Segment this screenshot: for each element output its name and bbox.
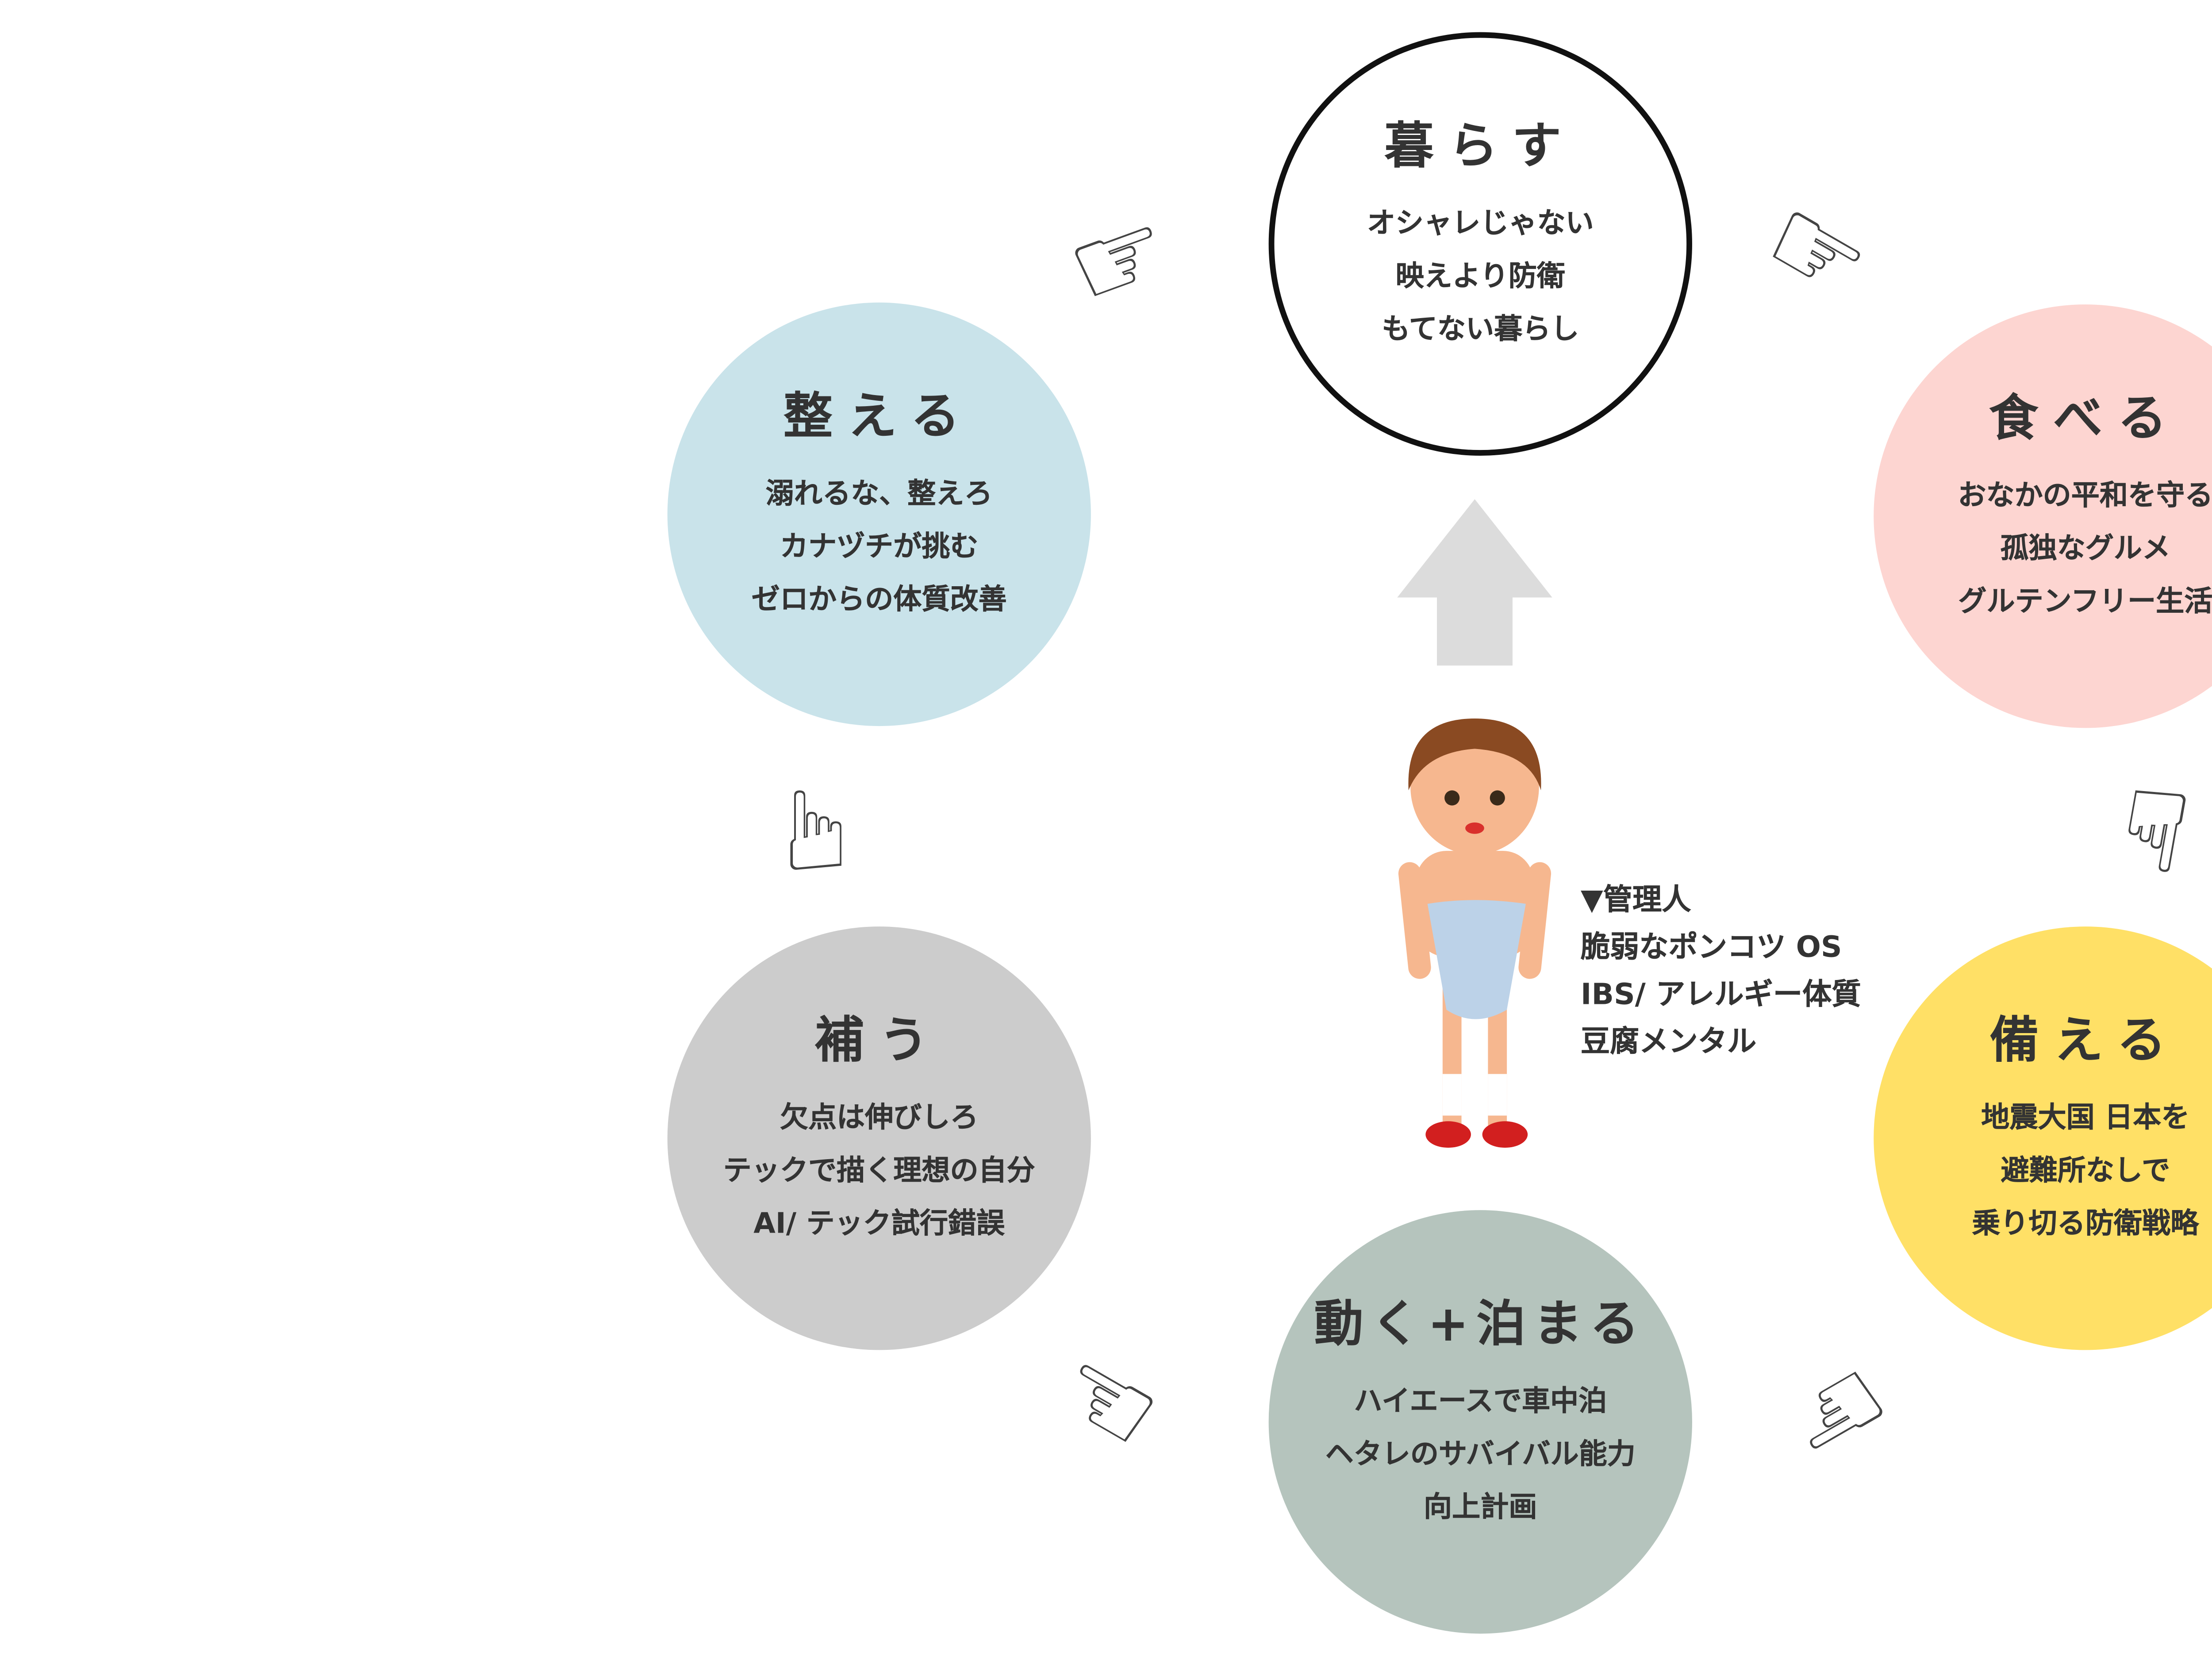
circle-line: おなかの平和を守る bbox=[1958, 477, 2212, 512]
circle-title: 備える bbox=[1989, 1012, 2181, 1069]
circle-title: 食べる bbox=[1989, 390, 2182, 447]
up-arrow-icon bbox=[1397, 499, 1552, 666]
circle-line: 映えより防衛 bbox=[1395, 258, 1565, 292]
circle-line: 乗り切る防衛戦略 bbox=[1972, 1205, 2199, 1240]
circle-line: テックで描く理想の自分 bbox=[723, 1152, 1035, 1187]
circle-line: 欠点は伸びしろ bbox=[780, 1099, 979, 1134]
caption-line: 豆腐メンタル bbox=[1580, 1025, 1757, 1059]
pointing-hand-icon: ☞ bbox=[2083, 770, 2212, 890]
circle-line: ハイエースで車中泊 bbox=[1354, 1383, 1607, 1418]
circle-totonoeru: 整える 溺れるな、整えろ カナヅチが挑む ゼロからの体質改善 bbox=[667, 302, 1091, 726]
circle-title: 補う bbox=[814, 1012, 944, 1069]
pointing-hand-icon: ☞ bbox=[1763, 1332, 1912, 1493]
circle-line: グルテンフリー生活 bbox=[1958, 583, 2212, 618]
pointing-hand-icon: ☞ bbox=[1033, 1321, 1183, 1482]
circle-line: オシャレじゃない bbox=[1367, 205, 1594, 239]
circle-title: 暮らす bbox=[1384, 118, 1577, 175]
circle-line: 向上計画 bbox=[1424, 1489, 1537, 1523]
doll-illustration bbox=[1398, 719, 1551, 1148]
circle-title: 動く+泊まる bbox=[1314, 1296, 1647, 1353]
admin-caption: ▼管理人 脆弱なポンコツ OS IBS/ アレルギー体質 豆腐メンタル bbox=[1581, 877, 1861, 1066]
caption-line: ▼管理人 bbox=[1580, 883, 1691, 917]
pointing-hand-icon: ☞ bbox=[1742, 171, 1892, 332]
caption-line: 脆弱なポンコツ OS bbox=[1580, 930, 1842, 964]
circle-line: カナヅチが挑む bbox=[780, 528, 979, 563]
circle-line: 地震大国 日本を bbox=[1981, 1099, 2190, 1134]
circle-line: 溺れるな、整えろ bbox=[765, 475, 993, 510]
circle-line: AI/ テック試行錯誤 bbox=[753, 1205, 1005, 1240]
circle-taberu: 食べる おなかの平和を守る 孤独なグルメ グルテンフリー生活 bbox=[1874, 304, 2212, 728]
pointing-hand-icon: ☞ bbox=[750, 781, 879, 880]
circle-line: 避難所なしで bbox=[2001, 1152, 2170, 1187]
circle-line: 孤独なグルメ bbox=[2000, 530, 2171, 565]
caption-line: IBS/ アレルギー体質 bbox=[1580, 977, 1861, 1012]
circle-title: 整える bbox=[783, 388, 975, 446]
pointing-hand-icon: ☞ bbox=[1051, 181, 1188, 337]
circle-line: もてない暮らし bbox=[1382, 311, 1579, 345]
circle-oginau: 補う 欠点は伸びしろ テックで描く理想の自分 AI/ テック試行錯誤 bbox=[667, 926, 1091, 1350]
circle-sonaeru: 備える 地震大国 日本を 避難所なしで 乗り切る防衛戦略 bbox=[1874, 926, 2212, 1350]
circle-line: ゼロからの体質改善 bbox=[751, 581, 1007, 616]
center-circle-kurasu: 暮らす オシャレじゃない 映えより防衛 もてない暮らし bbox=[1268, 32, 1692, 456]
circle-line: ヘタレのサバイバル能力 bbox=[1325, 1436, 1636, 1470]
circle-ugoku-tomaru: 動く+泊まる ハイエースで車中泊 ヘタレのサバイバル能力 向上計画 bbox=[1268, 1210, 1692, 1634]
